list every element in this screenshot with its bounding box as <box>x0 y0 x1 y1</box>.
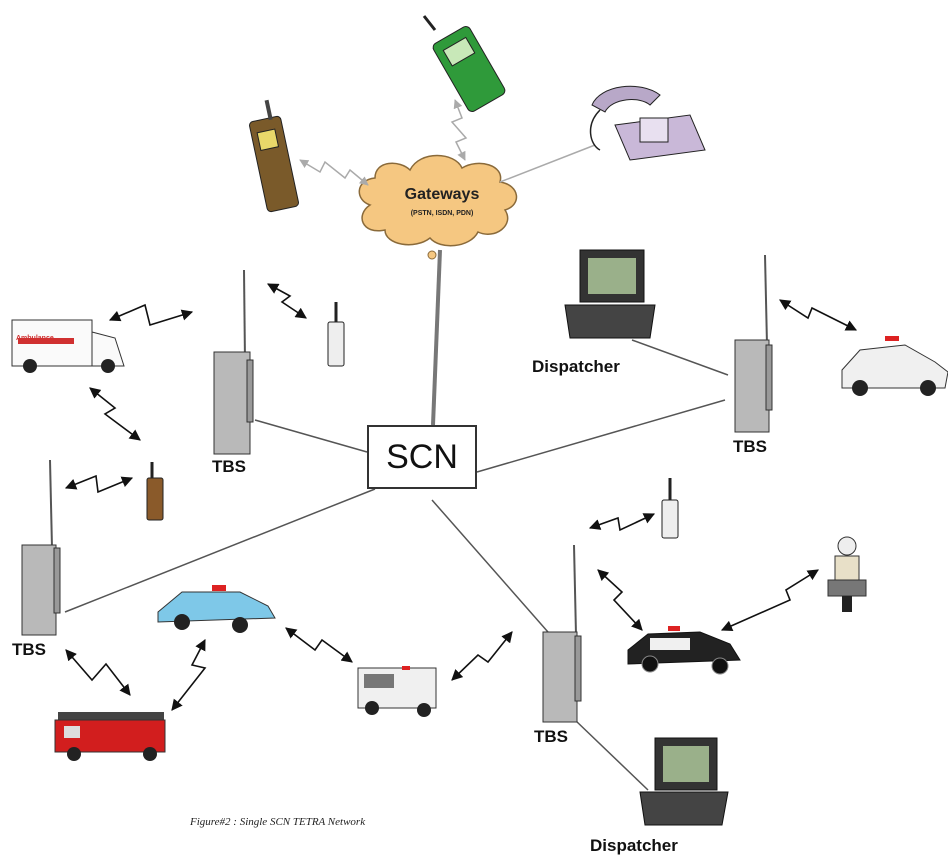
link-scn-gateways <box>431 249 442 426</box>
mobile-phone-green <box>422 15 506 112</box>
radio-link-tbs-firetruck <box>65 649 131 696</box>
dispatcher-terminal-right <box>564 249 656 339</box>
handheld-radio-brown <box>146 462 164 521</box>
dispatcher-terminal-bottom <box>639 737 729 826</box>
radio-link-ambulance-handheld <box>89 387 141 441</box>
gateway-phone-links <box>299 99 596 186</box>
desk-telephone <box>589 85 706 161</box>
link-dispatcher-right-tbs <box>631 339 729 376</box>
police-car-blue <box>157 585 276 633</box>
tbs-label-bottom: TBS <box>534 727 568 746</box>
link-scn-tbs-left-bottom <box>64 488 376 613</box>
radio-link-tbs-right-police <box>779 299 858 331</box>
police-motorcycle <box>827 536 867 612</box>
radio-link-police-firetruck <box>171 639 207 711</box>
scn-label: SCN <box>386 437 458 476</box>
link-scn-tbs-left-top <box>254 419 368 453</box>
ambulance-small <box>357 666 437 717</box>
tbs-label-left-top: TBS <box>212 457 246 476</box>
mobile-phone-brown <box>249 99 299 213</box>
tbs-label-left-bottom: TBS <box>12 640 46 659</box>
radio-link-tbs-handheld-brown <box>64 474 134 494</box>
dispatcher-label-bottom: Dispatcher <box>590 836 678 855</box>
figure-caption: Figure#2 : Single SCN TETRA Network <box>190 816 366 828</box>
radio-link-ambulance-tbs-bottom <box>451 631 513 681</box>
police-car-black <box>627 626 741 675</box>
tbs-tower-bottom <box>542 544 582 723</box>
link-tbs-bottom-dispatcher <box>574 719 649 791</box>
radio-link-tbs-bottom-police <box>597 569 643 631</box>
radio-link-motorcycle-police <box>720 569 819 632</box>
tbs-label-right: TBS <box>733 437 767 456</box>
tbs-tower-left-top <box>213 269 254 455</box>
radio-link-ambulance-tbs <box>108 303 194 327</box>
radio-link-tbs-handheld <box>267 283 307 319</box>
ambulance-van <box>11 319 125 373</box>
tbs-tower-left-bottom <box>21 459 61 636</box>
link-scn-tbs-bottom <box>431 499 556 641</box>
link-scn-tbs-right <box>476 399 726 473</box>
gateways-title: Gateways <box>404 186 480 203</box>
radio-link-tbs-bottom-handheld <box>588 513 656 532</box>
gateways-cloud <box>358 154 518 260</box>
network-links <box>64 249 729 791</box>
fire-truck <box>54 712 166 761</box>
ambulance-van-text: Ambulance <box>16 335 54 342</box>
radio-link-police-ambulance <box>285 627 353 663</box>
tbs-tower-right <box>734 254 773 433</box>
dispatcher-label-right: Dispatcher <box>532 357 620 376</box>
radio-links <box>64 283 858 711</box>
gateways-subtitle: (PSTN, ISDN, PDN) <box>410 210 474 217</box>
handheld-radio-2 <box>661 478 679 539</box>
handheld-radio-1 <box>327 302 345 367</box>
police-car-right <box>841 336 948 396</box>
scn-node: SCN <box>367 425 477 489</box>
